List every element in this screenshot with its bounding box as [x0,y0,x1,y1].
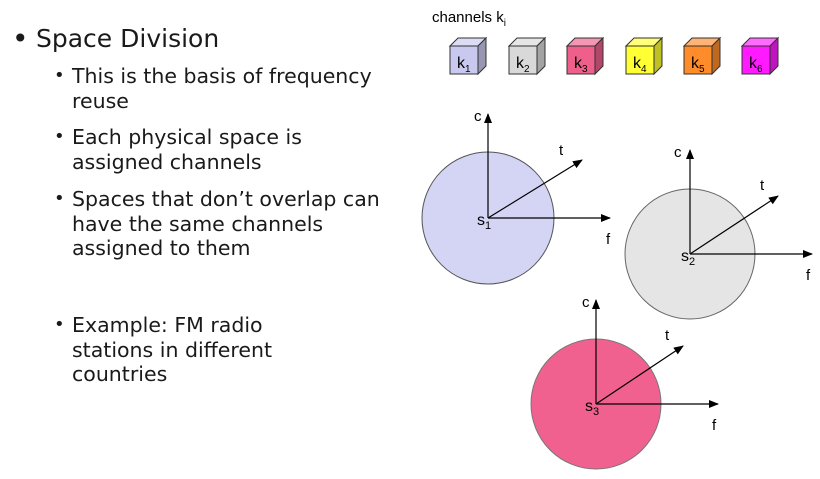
t-axis-label: t [559,142,564,159]
cube-label: k1 [457,55,471,75]
c-axis-label: c [474,108,482,125]
bullet-dot: • [54,314,65,335]
channel-cube-k2: k2 [507,36,547,76]
cube-label: k5 [691,55,705,75]
cube-front [508,45,538,75]
sub-bullet-text: Example: FM radio stations in different … [72,313,273,386]
t-axis-arrow [487,159,583,219]
channels-label-sub: i [504,18,506,29]
channel-cube-k3: k3 [565,36,605,76]
cube-front [741,45,771,75]
t-axis-label: t [760,177,765,194]
cube-label: k3 [574,55,588,75]
space-label: s1 [477,212,491,232]
sub-bullet: • Spaces that don’t overlap can have the… [54,187,394,261]
channel-cube-k4: k4 [624,36,664,76]
cube-label: k2 [516,55,530,75]
cube-side [536,36,546,76]
c-axis-label: c [582,294,590,311]
channel-cube-k6: k6 [740,36,780,76]
space-label: s3 [585,398,599,418]
t-axis-arrow [689,195,779,255]
cube-front [683,45,713,75]
space-label: s2 [681,248,695,268]
channels-label: channels ki [432,9,506,29]
cube-label: k6 [749,55,763,75]
channels-label-text: channels k [432,9,504,26]
f-axis-label: f [606,231,611,248]
cube-side [769,36,779,76]
channel-cube-k1: k1 [448,36,488,76]
channel-cube-k5: k5 [682,36,722,76]
main-bullet-text: Space Division [36,24,220,53]
c-axis-label: c [674,144,682,161]
f-axis-label: f [806,267,811,284]
t-axis-label: t [665,327,670,344]
cube-side [653,36,663,76]
cube-label: k4 [633,55,647,75]
space-s1: c t f s1 [421,108,611,285]
bullet-dot: • [54,126,65,147]
sub-bullet: • Example: FM radio stations in differen… [54,313,314,387]
bullet-dot: • [54,65,65,86]
sub-bullet: • This is the basis of frequency reuse [54,64,394,113]
cube-front [625,45,655,75]
bullet-dot: • [54,188,65,209]
cube-front [449,45,479,75]
sub-bullet-text: Each physical space is assigned channels [72,125,302,174]
space-s2: c t f s2 [624,144,813,320]
bullet-dot: • [12,22,29,55]
space-s3: c t f s3 [530,294,719,470]
channel-cubes: k1 k2 k3 k4 k5 [448,36,780,76]
t-axis-arrow [595,345,684,405]
cube-side [711,36,721,76]
cube-side [477,36,487,76]
cube-side [594,36,604,76]
sub-bullet-text: Spaces that don’t overlap can have the s… [72,187,380,260]
f-axis-label: f [712,417,717,434]
sub-bullet-text: This is the basis of frequency reuse [72,64,372,113]
sub-bullet: • Each physical space is assigned channe… [54,125,394,174]
